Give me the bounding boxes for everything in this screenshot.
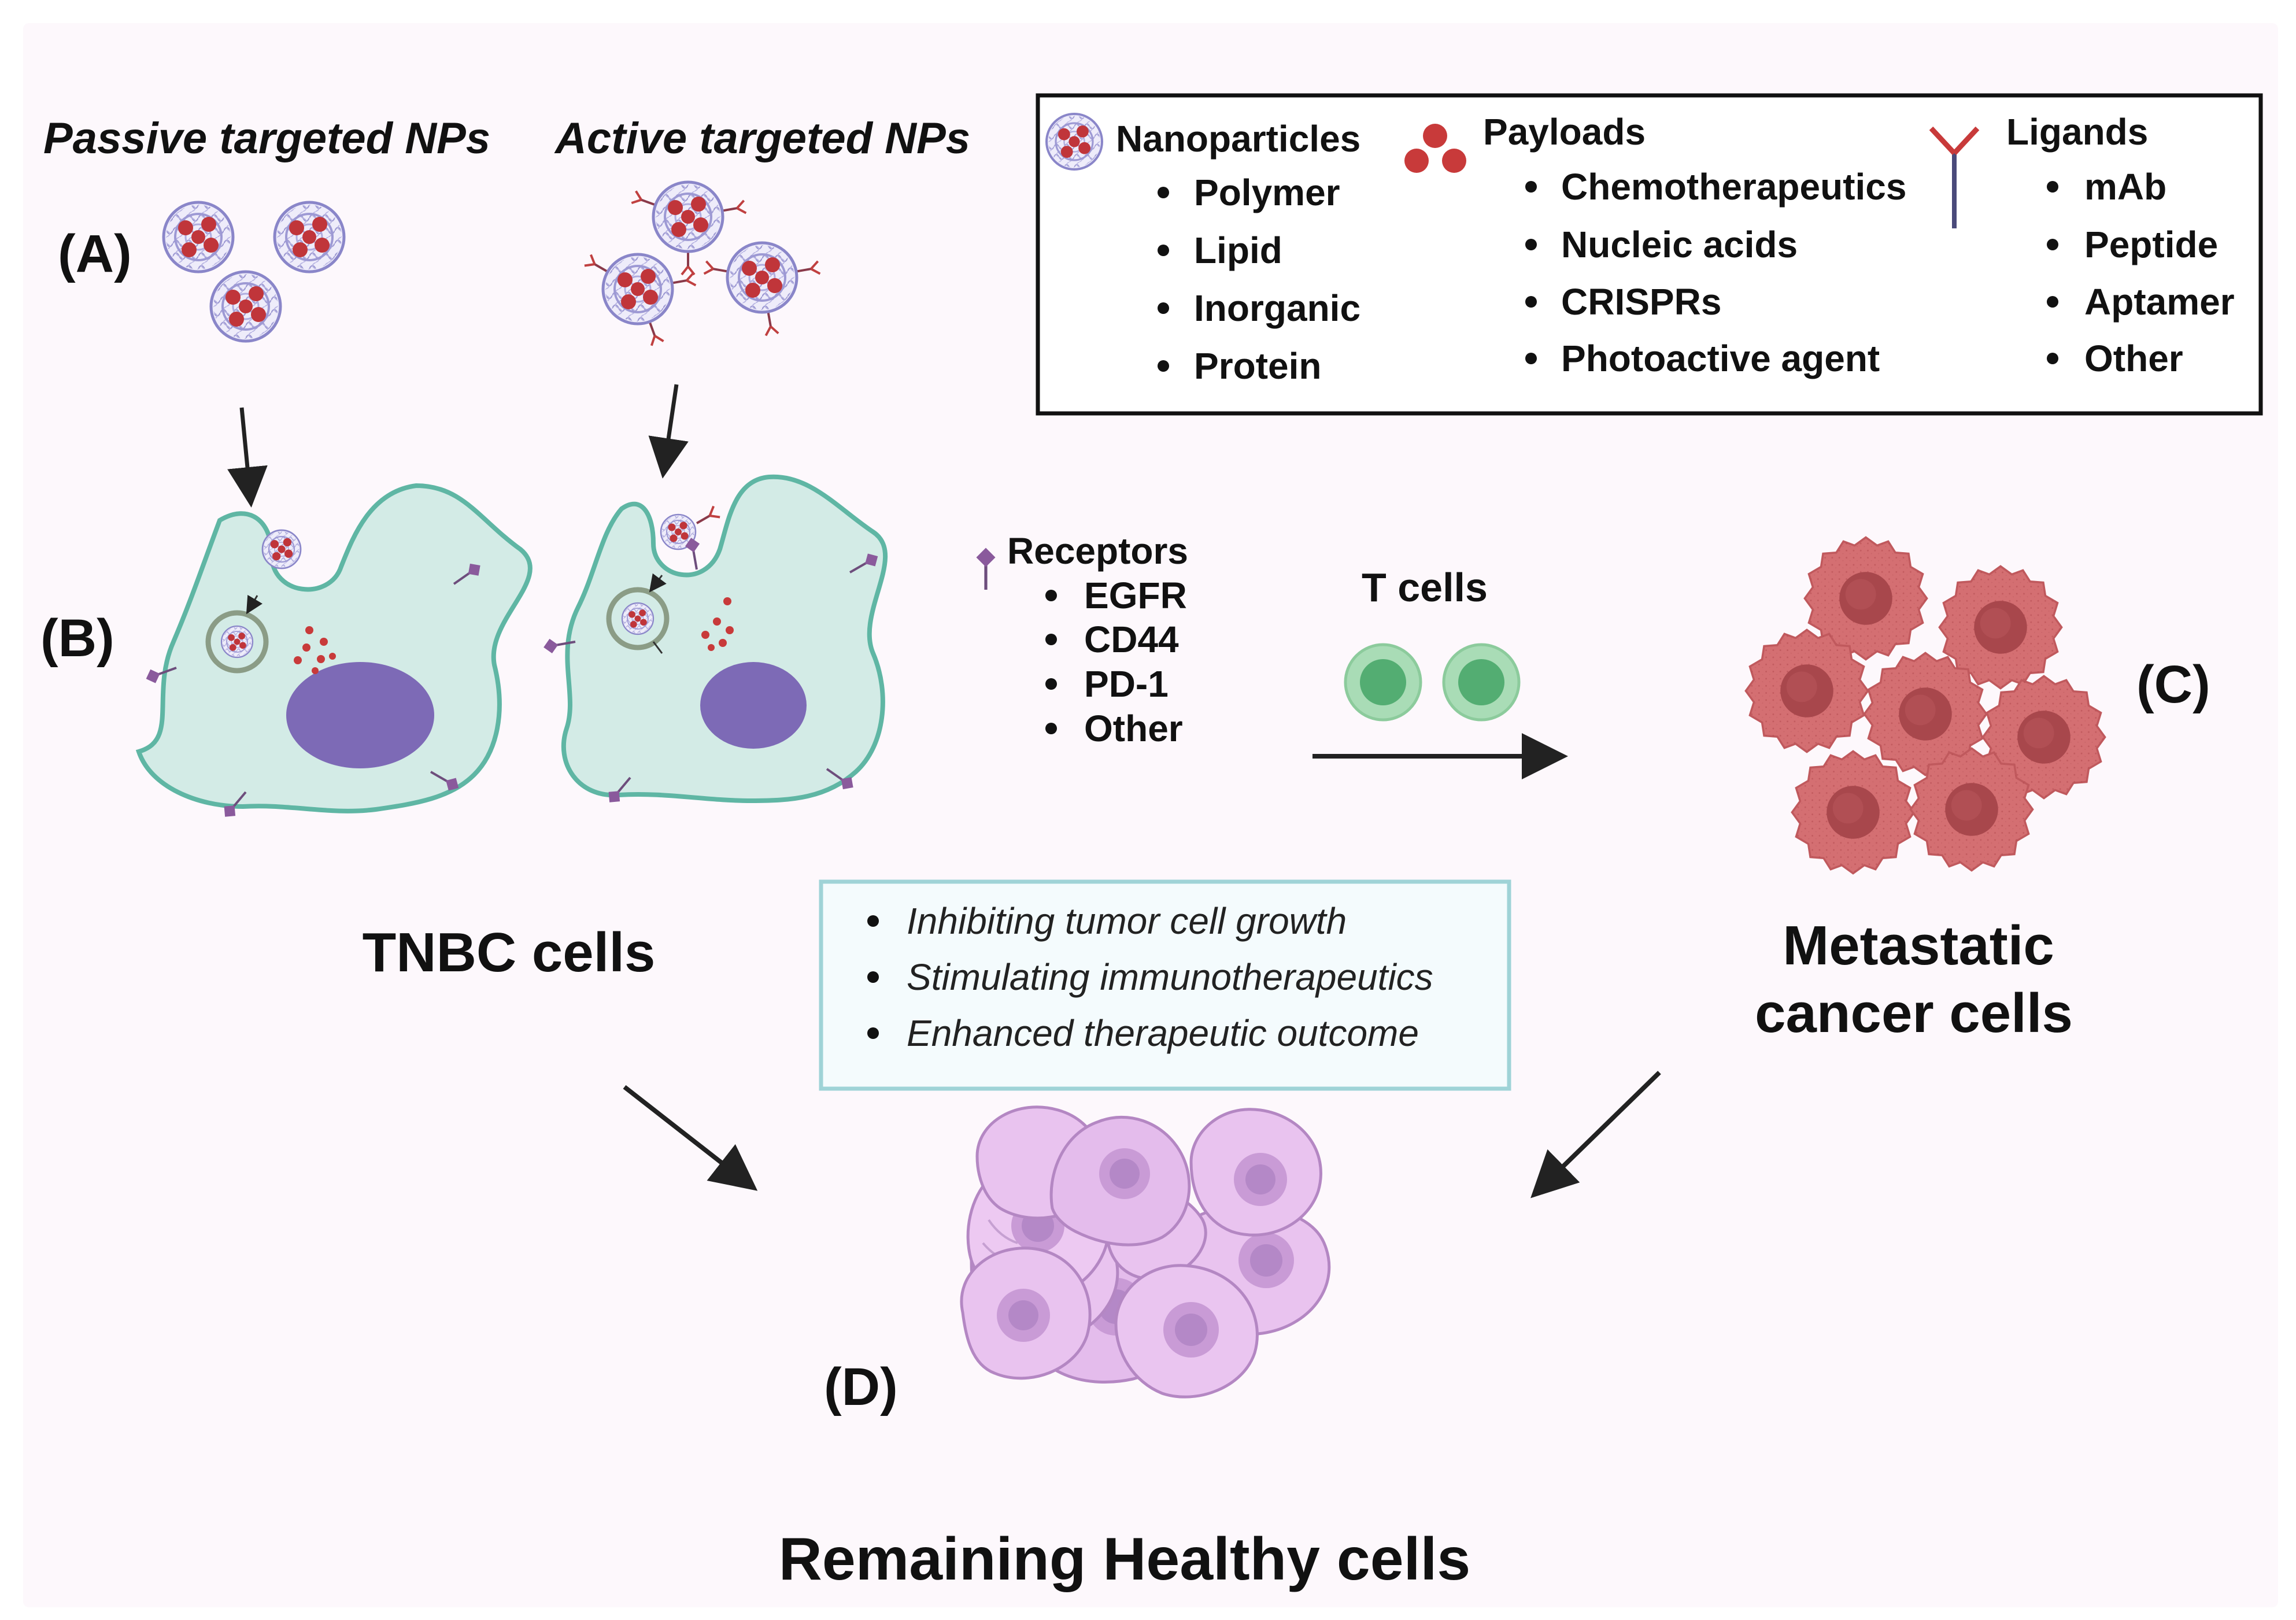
list-item: Chemotherapeutics	[1561, 166, 1906, 208]
list-item: CRISPRs	[1561, 281, 1721, 323]
legend-ligands-list: mAb Peptide Aptamer Other	[2047, 166, 2235, 379]
panel-label-b: (B)	[40, 609, 114, 668]
metastatic-label-line2: cancer cells	[1755, 982, 2073, 1044]
arrow-tnbc-to-healthy	[623, 1085, 758, 1191]
list-item: Inorganic	[1194, 287, 1360, 329]
list-item: Photoactive agent	[1561, 338, 1880, 379]
legend-nanoparticles-list: Polymer Lipid Inorganic Protein	[1158, 172, 1360, 387]
tcell-icon	[1442, 643, 1521, 722]
list-item: Other	[1084, 708, 1183, 749]
outcome-item: Inhibiting tumor cell growth	[907, 900, 1347, 942]
healthy-cell-icon	[960, 1247, 1092, 1380]
nanoparticle-icon	[275, 202, 344, 272]
nucleus-icon	[700, 662, 807, 749]
list-item: Nucleic acids	[1561, 224, 1798, 265]
legend-box: Nanoparticles Polymer Lipid Inorganic Pr…	[1036, 93, 2263, 416]
receptors-title: Receptors	[1007, 530, 1188, 572]
released-payload-icon	[294, 626, 336, 674]
arrow-active-entry	[648, 384, 689, 479]
outcome-box: Inhibiting tumor cell growth Stimulating…	[819, 879, 1511, 1091]
outcome-item: Enhanced therapeutic outcome	[907, 1012, 1419, 1054]
legend-nanoparticles-title: Nanoparticles	[1116, 118, 1360, 160]
list-item: CD44	[1084, 619, 1179, 660]
arrow-passive-entry	[227, 407, 268, 508]
endosome-icon	[606, 587, 670, 650]
list-item: Aptamer	[2084, 281, 2235, 323]
arrow-metastatic-to-healthy	[1530, 1071, 1661, 1199]
legend-ligands-title: Ligands	[2006, 111, 2148, 153]
payload-icon	[1404, 124, 1466, 173]
list-item: PD-1	[1084, 663, 1169, 705]
nucleus-icon	[286, 662, 434, 768]
healthy-cells-label: Remaining Healthy cells	[779, 1526, 1470, 1593]
diagram-background	[23, 23, 2278, 1607]
cancer-cell-icon	[1791, 750, 1916, 875]
ligand-icon	[1929, 126, 1980, 228]
healthy-cell-cluster	[960, 1105, 1331, 1399]
panel-label-a: (A)	[58, 224, 132, 283]
list-item: Protein	[1194, 345, 1321, 387]
panel-label-d: (D)	[824, 1358, 898, 1416]
nanoparticle-icon	[211, 272, 280, 341]
receptors-legend: Receptors EGFR CD44 PD-1 Other	[976, 530, 1188, 749]
released-payload-icon	[701, 597, 734, 651]
outcome-item: Stimulating immunotherapeutics	[907, 956, 1433, 998]
panel-label-c: (C)	[2136, 655, 2210, 714]
list-item: Other	[2084, 338, 2183, 379]
tnbc-cell-active	[541, 474, 888, 808]
legend-payloads-list: Chemotherapeutics Nucleic acids CRISPRs …	[1525, 166, 1906, 379]
cancer-cell-icon	[1744, 628, 1869, 753]
list-item: Polymer	[1194, 172, 1340, 213]
tcell-icon	[1344, 643, 1422, 722]
healthy-cell-icon	[1114, 1264, 1259, 1399]
list-item: Peptide	[2084, 224, 2218, 265]
list-item: mAb	[2084, 166, 2166, 208]
endosome-icon	[205, 610, 269, 674]
legend-payloads-title: Payloads	[1483, 111, 1646, 153]
nanoparticle-icon	[164, 202, 233, 272]
list-item: Lipid	[1194, 230, 1282, 271]
tnbc-cells-label: TNBC cells	[363, 922, 656, 983]
passive-targeted-header: Passive targeted NPs	[43, 114, 490, 163]
active-targeted-header: Active targeted NPs	[554, 114, 970, 163]
tnbc-cell-passive	[135, 483, 533, 823]
metastatic-label-line1: Metastatic	[1783, 915, 2054, 977]
tcells-title: T cells	[1362, 565, 1488, 610]
list-item: EGFR	[1084, 575, 1187, 616]
healthy-cell-icon	[1189, 1108, 1322, 1237]
cancer-cell-icon	[1909, 747, 2034, 872]
nanoparticle-icon	[1047, 114, 1102, 169]
healthy-cell-icon	[1049, 1115, 1191, 1247]
